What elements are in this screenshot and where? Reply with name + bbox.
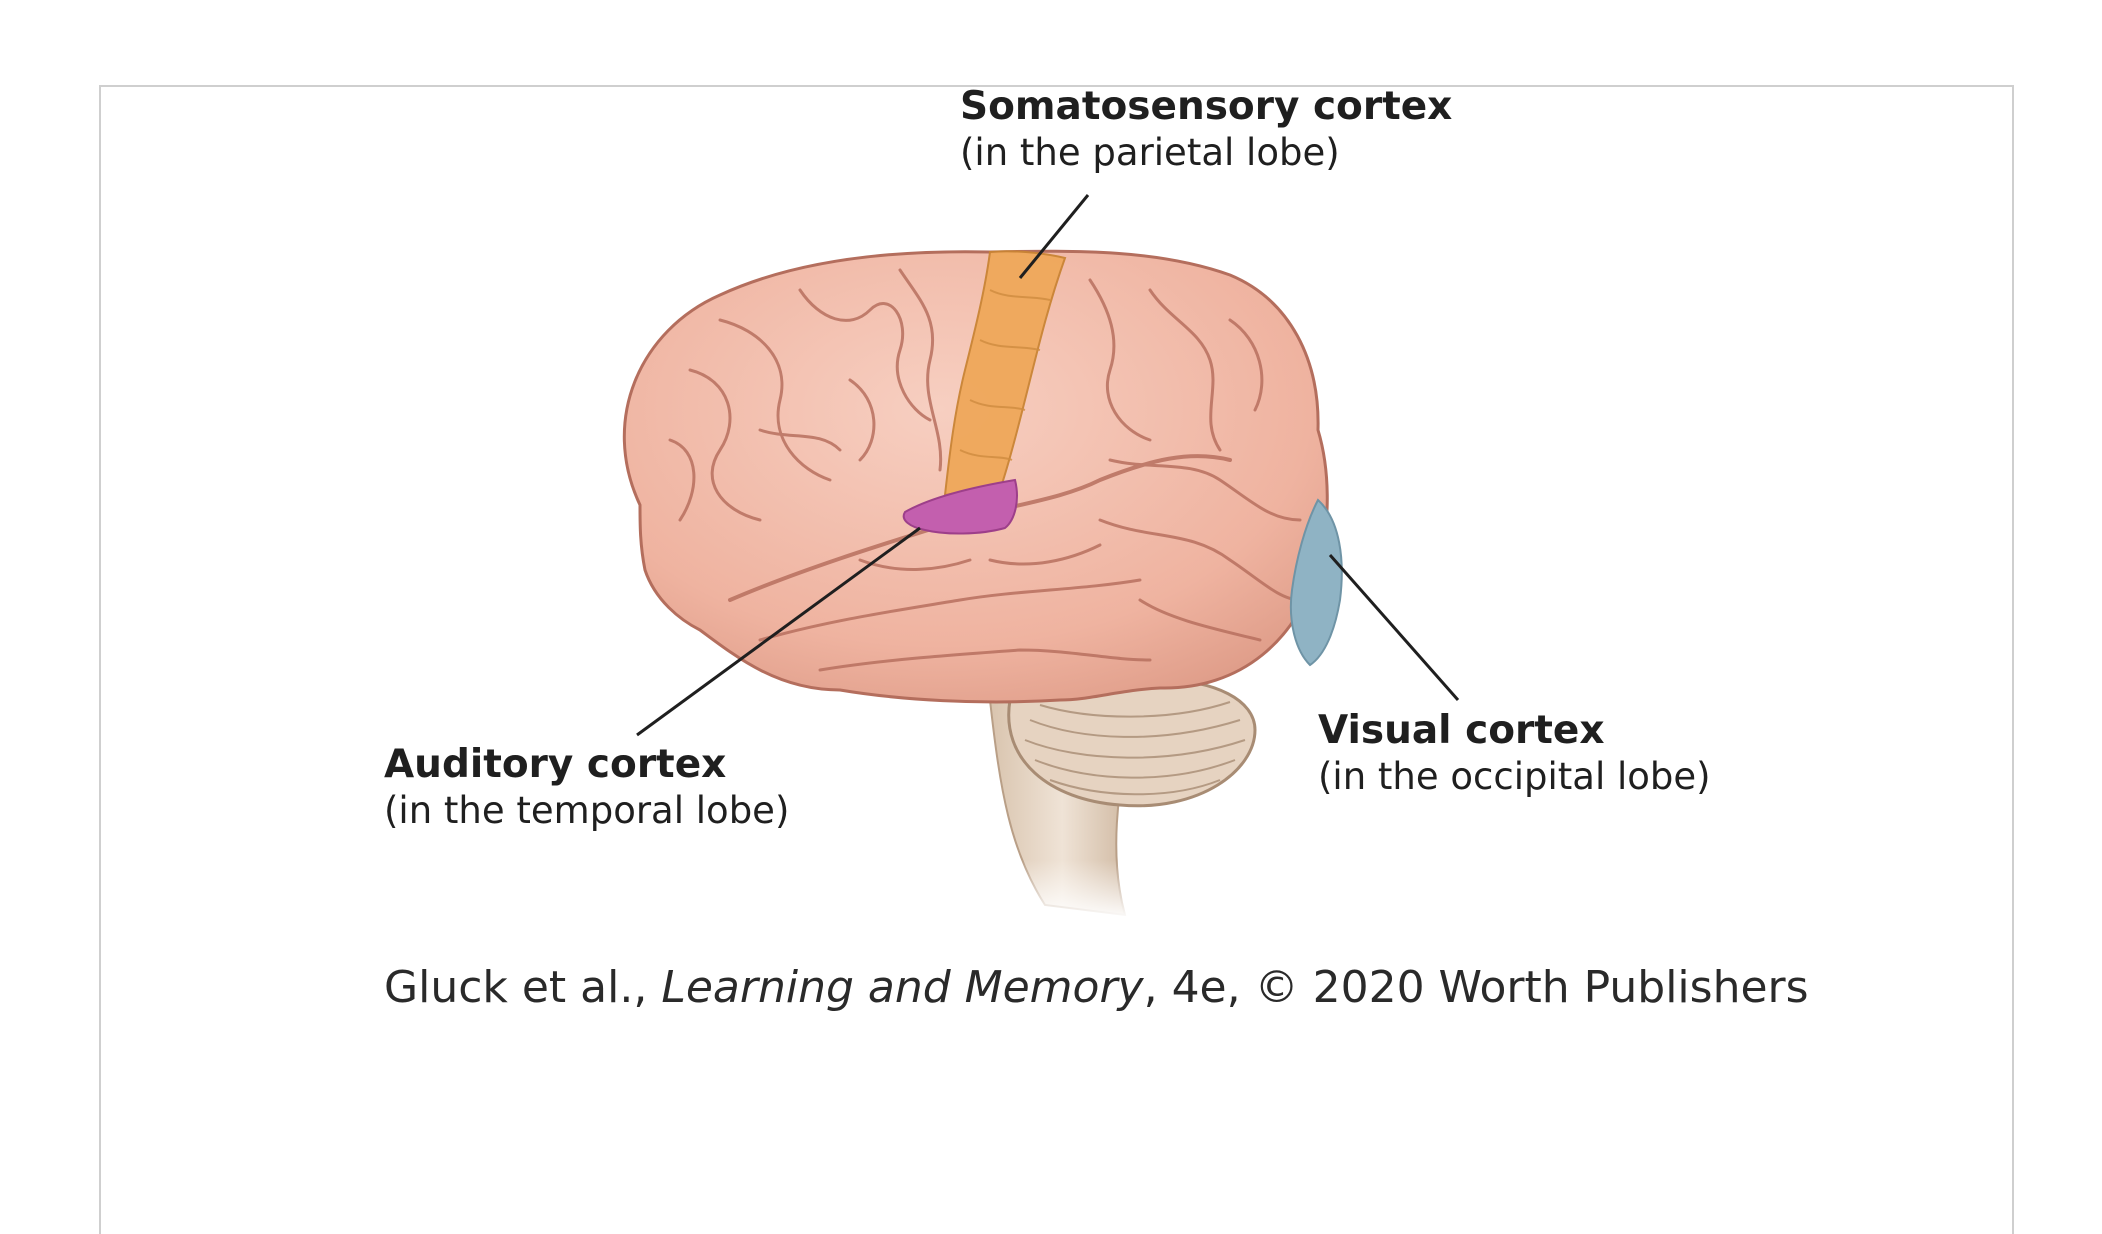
caption-book-title: Learning and Memory [661,962,1144,1013]
somatosensory-title: Somatosensory cortex [960,84,1453,129]
caption-authors: Gluck et al., [384,962,662,1013]
somatosensory-leader-line [1018,194,1090,279]
somatosensory-label: Somatosensory cortex (in the parietal lo… [960,84,1452,175]
visual-subtitle: (in the occipital lobe) [1318,754,1711,798]
figure-caption: Gluck et al., Learning and Memory, 4e, ©… [384,962,1809,1013]
auditory-title: Auditory cortex [384,742,727,787]
visual-title: Visual cortex [1318,708,1605,753]
caption-edition-copyright: , 4e, © 2020 Worth Publishers [1143,962,1809,1013]
visual-label: Visual cortex (in the occipital lobe) [1318,708,1711,799]
figure-frame [99,85,2014,1234]
auditory-leader-line [636,526,921,737]
auditory-subtitle: (in the temporal lobe) [384,788,790,832]
auditory-region [902,478,1018,535]
cerebellum-folia [1024,701,1246,796]
somatosensory-subtitle: (in the parietal lobe) [960,130,1340,174]
visual-region [1289,498,1343,667]
visual-leader-line [1328,554,1460,701]
cortical-sulci [668,268,1302,672]
auditory-label: Auditory cortex (in the temporal lobe) [384,742,789,833]
